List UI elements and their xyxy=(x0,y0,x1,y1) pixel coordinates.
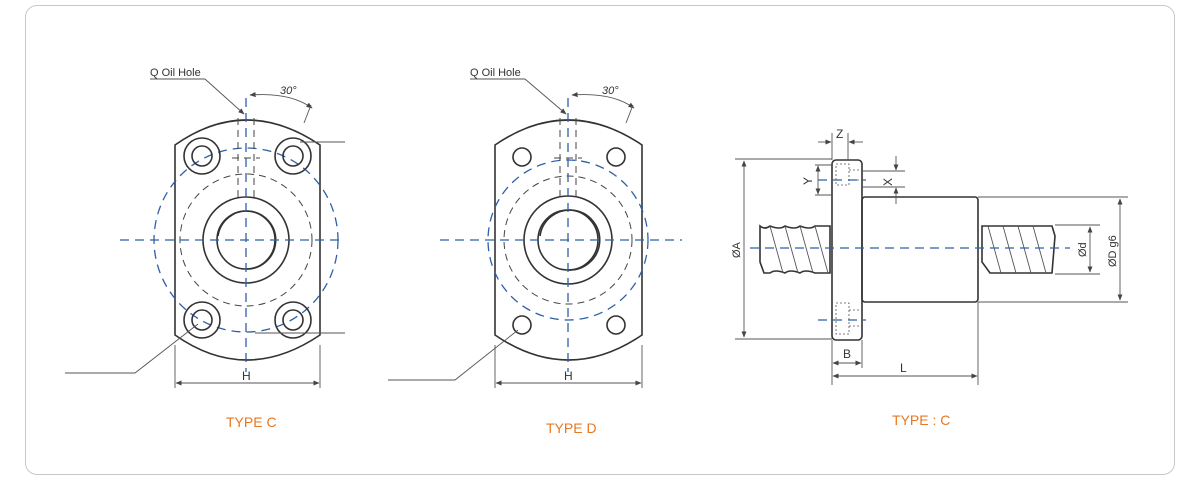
type-c-width-label: H xyxy=(242,369,251,383)
l-dimension-label: L xyxy=(900,361,907,375)
screw-right xyxy=(981,225,1056,274)
flange-body xyxy=(494,119,643,361)
flange-body xyxy=(174,119,321,361)
type-d-front-view xyxy=(388,78,682,388)
type-c-front-view xyxy=(65,78,345,388)
flange xyxy=(831,159,863,341)
type-c-angle-label: 30° xyxy=(280,85,297,97)
mounting-holes xyxy=(183,137,312,339)
type-d-angle-label: 30° xyxy=(602,85,619,97)
side-view xyxy=(735,133,1128,385)
mounting-holes xyxy=(512,147,626,335)
D-dimension-label: ØD g6 xyxy=(1107,235,1119,267)
type-c-title: TYPE C xyxy=(226,414,277,430)
screw-left xyxy=(759,224,831,274)
y-dimension-label: Y xyxy=(801,177,815,185)
type-d-width-label: H xyxy=(564,369,573,383)
side-view-title: TYPE : C xyxy=(892,412,950,428)
type-d-oil-hole-label: Q Oil Hole xyxy=(470,67,521,79)
z-dimension-label: Z xyxy=(836,127,843,141)
d-dimension-label: Ød xyxy=(1077,242,1089,257)
diagram-frame xyxy=(25,5,1175,475)
nut-body xyxy=(861,196,979,303)
b-dimension-label: B xyxy=(843,347,851,361)
x-dimension-label: X xyxy=(881,178,895,186)
type-d-title: TYPE D xyxy=(546,420,597,436)
a-dimension-label: ØA xyxy=(731,241,743,258)
type-c-oil-hole-label: Q Oil Hole xyxy=(150,67,201,79)
